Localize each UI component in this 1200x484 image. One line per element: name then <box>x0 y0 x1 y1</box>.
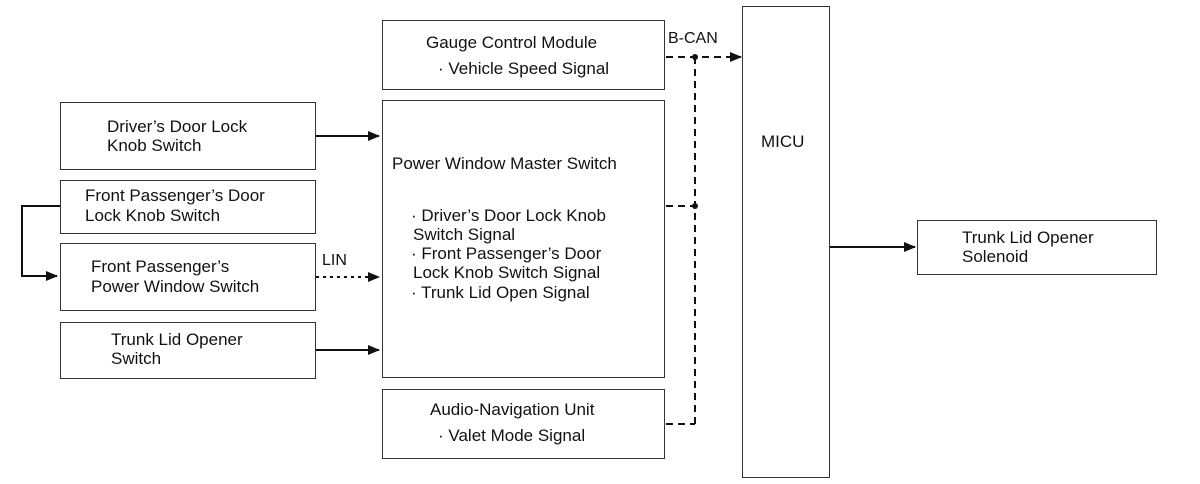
bcan-junction-mid <box>692 203 698 209</box>
front-pass-door-switch-line1: Front Passenger’s Door <box>85 186 265 205</box>
driver-door-lock-switch-box <box>60 102 316 170</box>
bcan-label: B-CAN <box>668 30 718 47</box>
trunk-switch-line2: Switch <box>111 349 162 368</box>
audio-navigation-unit-box <box>382 389 665 459</box>
master-switch-signal-2: Switch Signal <box>413 225 516 244</box>
master-switch-signal-3: · Front Passenger’s Door <box>411 244 602 263</box>
audio-nav-signal: · Valet Mode Signal <box>438 426 586 445</box>
power-window-master-switch-box <box>382 100 665 378</box>
gauge-module-title: Gauge Control Module <box>426 33 598 52</box>
solenoid-line2: Solenoid <box>962 247 1029 266</box>
driver-door-switch-line2: Knob Switch <box>107 136 202 155</box>
front-passenger-window-switch-box <box>60 243 316 311</box>
solenoid-line1: Trunk Lid Opener <box>962 228 1094 247</box>
bcan-junction-top <box>692 54 698 60</box>
lin-label: LIN <box>322 252 347 269</box>
gauge-module-signal: · Vehicle Speed Signal <box>438 59 610 78</box>
front-pass-window-switch-line1: Front Passenger’s <box>91 257 230 276</box>
micu-label: MICU <box>761 132 805 151</box>
driver-door-switch-line1: Driver’s Door Lock <box>107 117 248 136</box>
master-switch-title: Power Window Master Switch <box>392 154 617 173</box>
trunk-lid-opener-switch-box <box>60 322 316 379</box>
gauge-control-module-box <box>382 20 665 90</box>
trunk-switch-line1: Trunk Lid Opener <box>111 330 243 349</box>
front-pass-window-switch-line2: Power Window Switch <box>91 277 260 296</box>
audio-nav-title: Audio-Navigation Unit <box>430 400 595 419</box>
master-switch-signal-5: · Trunk Lid Open Signal <box>411 283 590 302</box>
front-passenger-door-lock-switch-box <box>60 180 316 234</box>
micu-box <box>742 6 830 478</box>
trunk-lid-opener-solenoid-box <box>917 220 1157 275</box>
master-switch-signal-1: · Driver’s Door Lock Knob <box>411 206 606 225</box>
arrow-pass-door-to-pass-window <box>21 205 60 281</box>
master-switch-signal-4: Lock Knob Switch Signal <box>413 263 601 282</box>
front-pass-door-switch-line2: Lock Knob Switch <box>85 206 221 225</box>
